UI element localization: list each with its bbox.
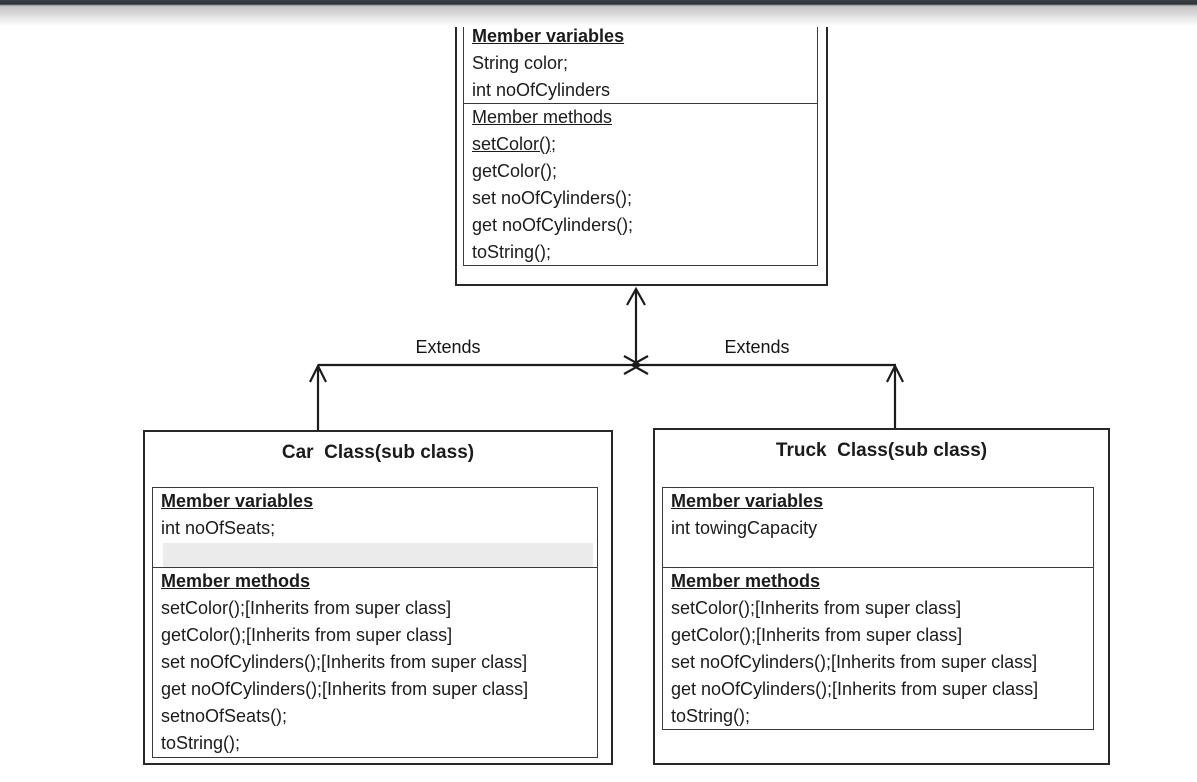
- extends-label-right: Extends: [724, 337, 790, 357]
- method-line: setColor();[Inherits from super class]: [161, 598, 452, 618]
- method-line: get noOfCylinders();: [472, 215, 634, 235]
- member-methods-header: Member methods: [472, 107, 613, 127]
- variable-line: int noOfSeats;: [161, 518, 276, 538]
- variable-line: String color;: [472, 53, 569, 73]
- method-line: setColor();: [472, 134, 557, 154]
- method-line: set noOfCylinders();[Inherits from super…: [671, 652, 1038, 672]
- method-line: toString();: [671, 706, 751, 726]
- extends-label-left: Extends: [415, 337, 481, 357]
- variable-line: int noOfCylinders: [472, 80, 611, 100]
- page-top-shadow: [0, 0, 1197, 27]
- left-arrowhead-icon: [629, 355, 649, 375]
- method-line: getColor();: [472, 161, 558, 181]
- member-variables-header: Member variables: [671, 491, 824, 511]
- car-class-title: Car Class(sub class): [281, 442, 475, 463]
- method-line: setColor();[Inherits from super class]: [671, 598, 962, 618]
- superclass-methods-section: Member methods setColor(); getColor(); s…: [464, 104, 817, 266]
- up-arrowhead-center-icon: [626, 286, 646, 306]
- member-variables-header: Member variables: [472, 26, 625, 46]
- truck-class-box: Truck Class(sub class) Member variables …: [653, 428, 1110, 765]
- variable-line: int towingCapacity: [671, 518, 818, 538]
- car-methods-section: Member methods setColor();[Inherits from…: [153, 568, 597, 757]
- truck-methods-section: Member methods setColor();[Inherits from…: [663, 568, 1093, 730]
- member-methods-header: Member methods: [671, 571, 821, 591]
- superclass-variables-section: Member variables String color; int noOfC…: [464, 23, 817, 104]
- car-variables-section: Member variables int noOfSeats;: [153, 488, 597, 568]
- method-line: get noOfCylinders();[Inherits from super…: [161, 679, 529, 699]
- truck-variables-section: Member variables int towingCapacity: [663, 488, 1093, 568]
- method-line: getColor();[Inherits from super class]: [671, 625, 963, 645]
- up-arrowhead-right-icon: [886, 363, 904, 383]
- car-class-box: Car Class(sub class) Member variables in…: [143, 430, 613, 765]
- truck-members-box: Member variables int towingCapacity Memb…: [662, 487, 1094, 730]
- method-line: toString();: [161, 733, 241, 753]
- method-line: get noOfCylinders();[Inherits from super…: [671, 679, 1039, 699]
- member-variables-header: Member variables: [161, 491, 314, 511]
- truck-class-title: Truck Class(sub class): [775, 440, 988, 461]
- method-line: set noOfCylinders();[Inherits from super…: [161, 652, 528, 672]
- inheritance-arrows: [309, 286, 904, 431]
- member-methods-header: Member methods: [161, 571, 311, 591]
- superclass-members-box: Member variables String color; int noOfC…: [463, 22, 818, 266]
- method-line: getColor();[Inherits from super class]: [161, 625, 453, 645]
- method-line: toString();: [472, 242, 552, 262]
- up-arrowhead-left-icon: [309, 363, 327, 383]
- method-line: setnoOfSeats();: [161, 706, 288, 726]
- method-line: set noOfCylinders();: [472, 188, 633, 208]
- highlighted-empty-row: [163, 543, 593, 567]
- car-members-box: Member variables int noOfSeats; Member m…: [152, 487, 598, 758]
- superclass-box: Member variables String color; int noOfC…: [455, 0, 828, 286]
